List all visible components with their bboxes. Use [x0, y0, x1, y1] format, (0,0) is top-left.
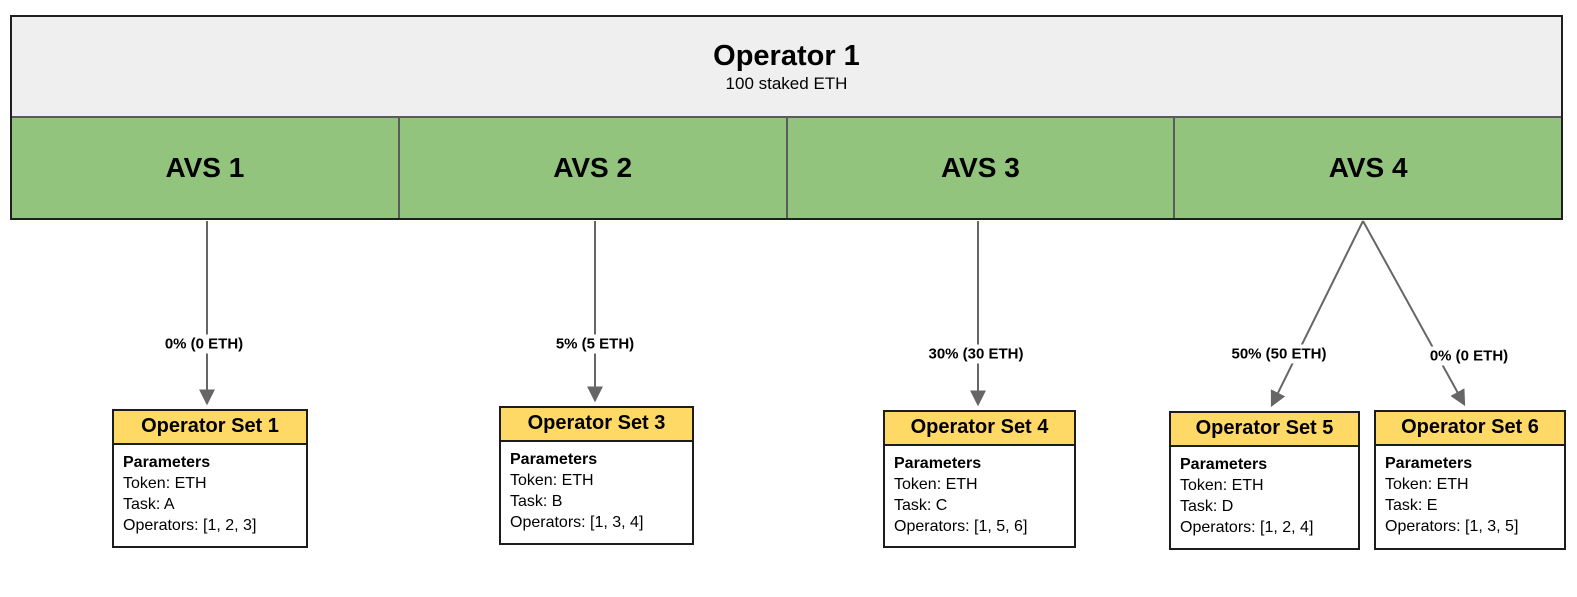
param-operators: Operators: [1, 5, 6]	[894, 518, 1028, 535]
param-task: Task: C	[894, 497, 948, 514]
operator-set-4-card: Operator Set 4 Parameters Token: ETH Tas…	[883, 410, 1076, 548]
operator-stack: Operator 1 100 staked ETH AVS 1 AVS 2 AV…	[10, 15, 1563, 220]
param-operators: Operators: [1, 2, 3]	[123, 517, 257, 534]
parameters-heading: Parameters	[123, 454, 211, 471]
operator-set-3-card: Operator Set 3 Parameters Token: ETH Tas…	[499, 406, 694, 545]
operator-title: Operator 1	[713, 39, 860, 72]
avs-4-label: AVS 4	[1328, 152, 1408, 183]
arrow-avs4-to-set6	[1362, 220, 1466, 407]
operator-set-4-body: Parameters Token: ETH Task: C Operators:…	[885, 446, 1074, 545]
operator-set-4-title: Operator Set 4	[885, 412, 1074, 446]
allocation-label-avs4-set6: 0% (0 ETH)	[1424, 346, 1514, 366]
operator-set-3-title: Operator Set 3	[501, 408, 692, 442]
arrow-avs4-to-set5	[1270, 220, 1364, 408]
allocation-label-avs1: 0% (0 ETH)	[159, 334, 249, 354]
parameters-heading: Parameters	[510, 451, 598, 468]
avs-1-label: AVS 1	[165, 152, 245, 183]
param-token: Token: ETH	[510, 472, 594, 489]
avs-cell-1: AVS 1	[12, 118, 400, 218]
avs-cell-2: AVS 2	[399, 118, 788, 218]
avs-row: AVS 1 AVS 2 AVS 3 AVS 4	[12, 118, 1561, 218]
allocation-label-avs2: 5% (5 ETH)	[550, 334, 640, 354]
param-task: Task: E	[1385, 497, 1438, 514]
operator-set-1-card: Operator Set 1 Parameters Token: ETH Tas…	[112, 409, 308, 548]
param-task: Task: A	[123, 496, 175, 513]
operator-set-1-body: Parameters Token: ETH Task: A Operators:…	[114, 445, 306, 544]
param-token: Token: ETH	[894, 476, 978, 493]
parameters-heading: Parameters	[1180, 456, 1268, 473]
allocation-label-avs3: 30% (30 ETH)	[923, 344, 1029, 364]
operator-set-5-title: Operator Set 5	[1171, 413, 1358, 447]
param-token: Token: ETH	[1180, 477, 1264, 494]
param-operators: Operators: [1, 2, 4]	[1180, 519, 1314, 536]
parameters-heading: Parameters	[894, 455, 982, 472]
avs-2-label: AVS 2	[553, 152, 633, 183]
operator-set-3-body: Parameters Token: ETH Task: B Operators:…	[501, 442, 692, 541]
param-task: Task: B	[510, 493, 563, 510]
avs-3-label: AVS 3	[940, 152, 1020, 183]
param-task: Task: D	[1180, 498, 1234, 515]
avs-cell-3: AVS 3	[787, 118, 1176, 218]
operator-set-6-body: Parameters Token: ETH Task: E Operators:…	[1376, 446, 1564, 545]
operator-staked-eth: 100 staked ETH	[725, 73, 848, 93]
operator-set-5-body: Parameters Token: ETH Task: D Operators:…	[1171, 447, 1358, 546]
operator-set-6-title: Operator Set 6	[1376, 412, 1564, 446]
avs-cell-4: AVS 4	[1175, 118, 1561, 218]
allocation-label-avs4-set5: 50% (50 ETH)	[1226, 344, 1332, 364]
operator-set-6-card: Operator Set 6 Parameters Token: ETH Tas…	[1374, 410, 1566, 550]
param-token: Token: ETH	[123, 475, 207, 492]
param-operators: Operators: [1, 3, 4]	[510, 514, 644, 531]
operator-set-5-card: Operator Set 5 Parameters Token: ETH Tas…	[1169, 411, 1360, 550]
param-operators: Operators: [1, 3, 5]	[1385, 518, 1519, 535]
operator-set-1-title: Operator Set 1	[114, 411, 306, 445]
param-token: Token: ETH	[1385, 476, 1469, 493]
parameters-heading: Parameters	[1385, 455, 1473, 472]
operator-header: Operator 1 100 staked ETH	[12, 17, 1561, 118]
